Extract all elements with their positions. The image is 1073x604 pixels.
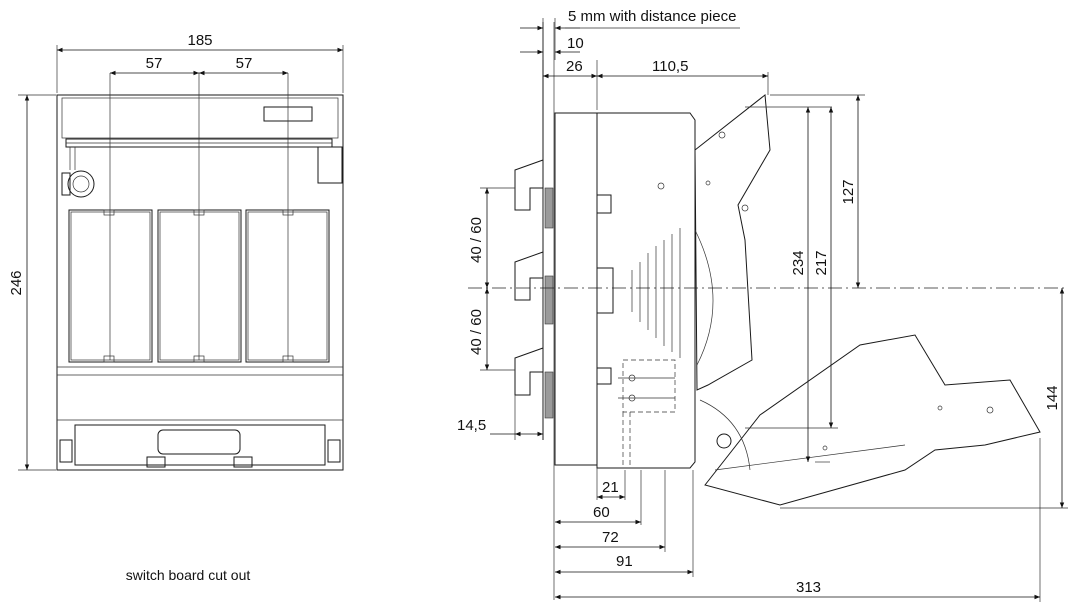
clamp-top bbox=[514, 159, 544, 211]
side-base-body bbox=[554, 112, 598, 466]
handle-knob bbox=[67, 170, 95, 198]
dim-60: 60 bbox=[593, 504, 610, 521]
dim-217: 217 bbox=[813, 250, 830, 275]
dim-91: 91 bbox=[616, 553, 633, 570]
dim-height-246: 246 bbox=[8, 270, 25, 295]
handle-closed bbox=[694, 94, 771, 391]
dim-234: 234 bbox=[790, 250, 807, 275]
switch-board-caption: switch board cut out bbox=[126, 567, 251, 583]
front-housing-outline bbox=[56, 94, 344, 471]
dim-40-60-top: 40 / 60 bbox=[468, 217, 485, 263]
hinge-pivot bbox=[716, 433, 732, 449]
dim-313: 313 bbox=[796, 579, 821, 596]
dim-distance-piece-5mm: 5 mm with distance piece bbox=[568, 8, 736, 25]
base-terminal-block bbox=[74, 424, 326, 466]
base-window bbox=[157, 429, 241, 455]
dim-144: 144 bbox=[1044, 385, 1061, 410]
dim-40-60-bottom: 40 / 60 bbox=[468, 309, 485, 355]
fuse-carrier-1 bbox=[68, 209, 153, 363]
dim-width-185: 185 bbox=[187, 32, 212, 49]
fuse-carrier-2 bbox=[157, 209, 242, 363]
handle-open bbox=[704, 334, 1041, 506]
dim-110-5: 110,5 bbox=[652, 58, 688, 75]
distance-piece-bottom bbox=[544, 371, 554, 419]
side-view: 5 mm with distance piece 10 26 110,5 40 … bbox=[457, 8, 1068, 602]
clamp-middle bbox=[514, 251, 544, 301]
front-view: 185 57 57 246 switch board cut out bbox=[8, 32, 344, 583]
distance-piece-middle bbox=[544, 275, 554, 325]
dim-14-5: 14,5 bbox=[457, 417, 486, 434]
dim-26: 26 bbox=[566, 58, 583, 75]
dim-10: 10 bbox=[567, 35, 584, 52]
dim-21: 21 bbox=[602, 479, 619, 496]
dim-72: 72 bbox=[602, 529, 619, 546]
dim-spacing-57-left: 57 bbox=[146, 55, 163, 72]
distance-piece-top bbox=[544, 187, 554, 229]
fuse-carrier-3 bbox=[245, 209, 330, 363]
auxiliary-contacts bbox=[618, 359, 676, 465]
dim-127: 127 bbox=[840, 179, 857, 204]
dim-spacing-57-right: 57 bbox=[236, 55, 253, 72]
clamp-bottom bbox=[514, 347, 544, 396]
contact-arcs bbox=[631, 228, 681, 358]
